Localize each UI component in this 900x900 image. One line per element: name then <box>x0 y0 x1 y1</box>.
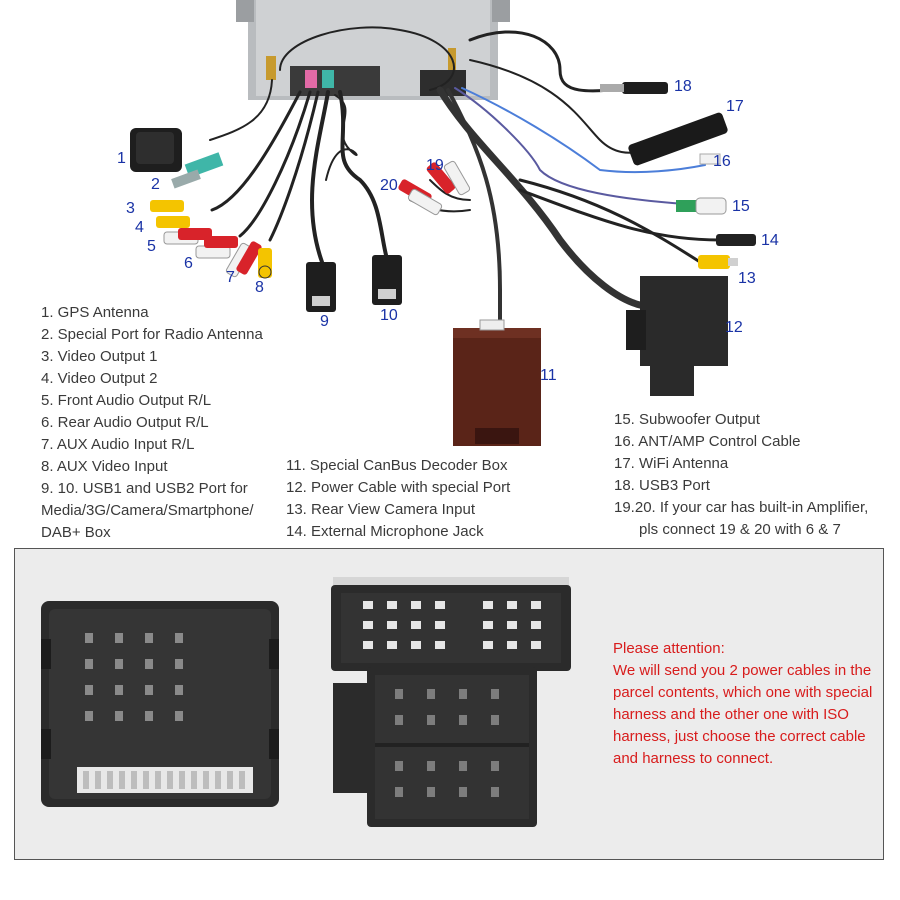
legend-item-7: 7. AUX Audio Input R/L <box>41 436 195 453</box>
radio-antenna-port <box>171 152 224 189</box>
callout-8: 8 <box>255 279 264 296</box>
rca-plugs-left <box>150 200 272 279</box>
legend-item-14: 14. External Microphone Jack <box>286 523 484 540</box>
callout-14: 14 <box>761 232 779 249</box>
legend-item-9-10: 9. 10. USB1 and USB2 Port for <box>41 480 248 497</box>
legend-right: 15. Subwoofer Output 16. ANT/AMP Control… <box>614 409 868 541</box>
attention-line-4: harness, just choose the correct cable <box>613 728 866 745</box>
attention-line-3: harness and the other one with ISO <box>613 706 849 723</box>
legend-left: 1. GPS Antenna 2. Special Port for Radio… <box>41 302 263 544</box>
callout-17: 17 <box>726 98 744 115</box>
callout-18: 18 <box>674 78 692 95</box>
iso-harness-connector <box>331 577 571 827</box>
callout-16: 16 <box>713 153 731 170</box>
callout-2: 2 <box>151 176 160 193</box>
callout-3: 3 <box>126 200 135 217</box>
callout-numbers: 1 2 3 4 5 6 7 8 9 10 11 12 13 14 15 16 1… <box>117 78 779 384</box>
callout-19: 19 <box>426 157 444 174</box>
wifi-antenna <box>628 112 728 166</box>
wiring-diagram: 1 2 3 4 5 6 7 8 9 10 11 12 13 14 15 16 1… <box>117 0 779 446</box>
gps-antenna <box>130 128 182 172</box>
callout-1: 1 <box>117 150 126 167</box>
head-unit <box>236 0 510 100</box>
attention-line-1: We will send you 2 power cables in the <box>613 662 872 679</box>
legend-item-8: 8. AUX Video Input <box>41 458 168 475</box>
legend-item-15: 15. Subwoofer Output <box>614 411 760 428</box>
legend-item-16: 16. ANT/AMP Control Cable <box>614 433 801 450</box>
legend-item-4: 4. Video Output 2 <box>41 370 158 387</box>
connector-illustrations <box>41 577 571 827</box>
attention-line-2: parcel contents, which one with special <box>613 684 873 701</box>
legend-item-6: 6. Rear Audio Output R/L <box>41 414 209 431</box>
callout-5: 5 <box>147 238 156 255</box>
legend-item-9-10-cont2: DAB+ Box <box>41 524 111 541</box>
usb3-port <box>600 82 668 94</box>
callout-13: 13 <box>738 270 756 287</box>
cable-bundle <box>209 26 722 332</box>
legend-item-13: 13. Rear View Camera Input <box>286 501 475 518</box>
rear-camera-rca <box>698 255 738 269</box>
callout-9: 9 <box>320 313 329 330</box>
canbus-decoder-box <box>453 319 541 446</box>
legend-item-19-20-cont: pls connect 19 & 20 with 6 & 7 <box>639 521 841 538</box>
legend-item-5: 5. Front Audio Output R/L <box>41 392 212 409</box>
legend-item-19-20: 19.20. If your car has built-in Amplifie… <box>614 499 869 516</box>
usb-port-2 <box>372 255 402 305</box>
connector-panel: Please attention: We will send you 2 pow… <box>14 548 884 860</box>
callout-4: 4 <box>135 219 144 236</box>
legend-item-18: 18. USB3 Port <box>614 477 710 494</box>
callout-6: 6 <box>184 255 193 272</box>
legend-item-3: 3. Video Output 1 <box>41 348 158 365</box>
power-cable-connector <box>626 276 728 396</box>
callout-11: 11 <box>540 367 557 384</box>
callout-20: 20 <box>380 177 398 194</box>
ant-amp-cable <box>699 153 721 165</box>
callout-12: 12 <box>725 319 743 336</box>
callout-10: 10 <box>380 307 398 324</box>
legend-item-9-10-cont: Media/3G/Camera/Smartphone/ <box>41 502 254 519</box>
attention-line-5: and harness to connect. <box>613 750 774 767</box>
microphone-jack <box>716 234 756 246</box>
legend-item-2: 2. Special Port for Radio Antenna <box>41 326 263 343</box>
legend-middle: 11. Special CanBus Decoder Box 12. Power… <box>286 455 510 543</box>
usb-port-1 <box>306 262 336 312</box>
callout-7: 7 <box>226 269 235 286</box>
legend-item-17: 17. WiFi Antenna <box>614 455 729 472</box>
attention-note: Please attention: We will send you 2 pow… <box>613 638 883 770</box>
legend-item-11: 11. Special CanBus Decoder Box <box>286 457 508 474</box>
legend-item-12: 12. Power Cable with special Port <box>286 479 511 496</box>
attention-heading: Please attention: <box>613 640 725 657</box>
special-harness-connector <box>41 601 279 807</box>
legend-item-1: 1. GPS Antenna <box>41 304 149 321</box>
callout-15: 15 <box>732 198 750 215</box>
amplifier-rca-plugs <box>398 160 471 216</box>
subwoofer-rca <box>676 197 727 215</box>
